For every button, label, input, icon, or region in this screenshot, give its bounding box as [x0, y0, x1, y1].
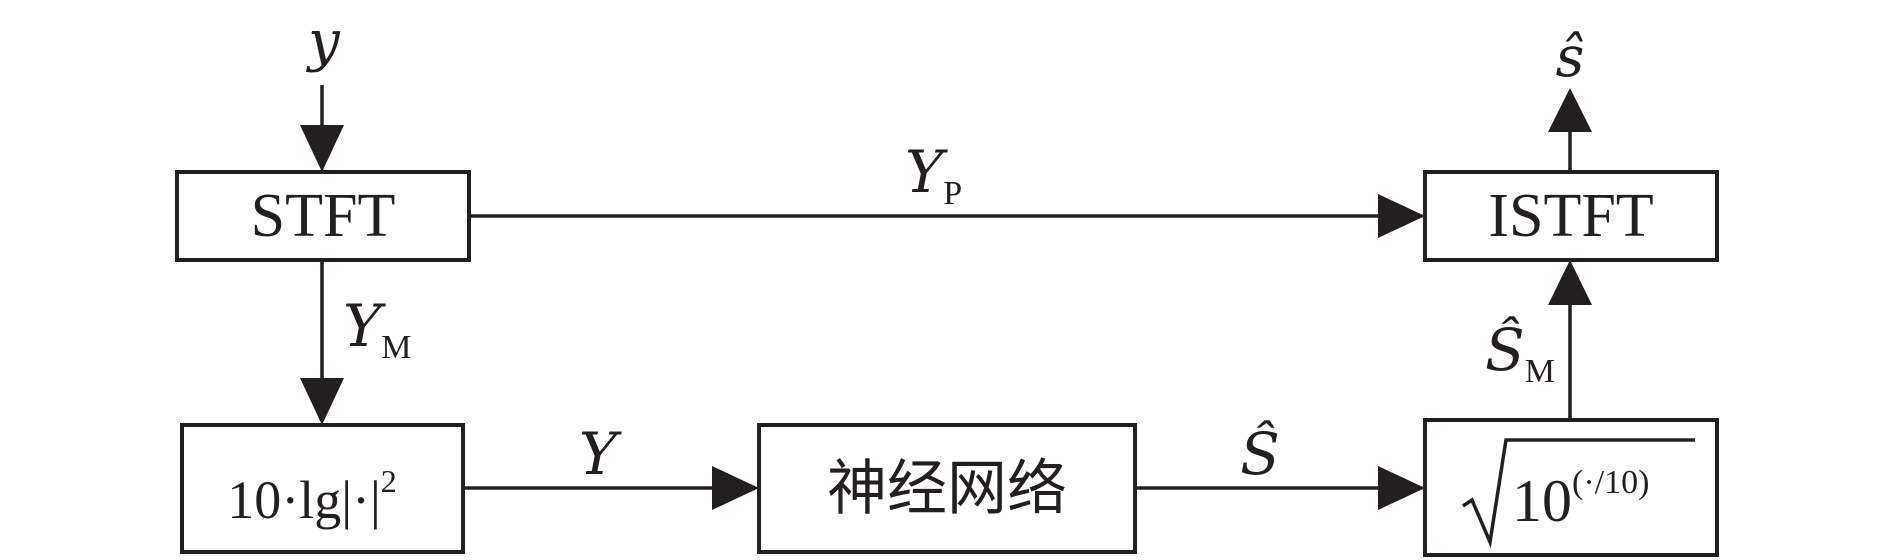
stft-block: STFT	[175, 170, 471, 262]
magnitude-signal-label: YM	[343, 292, 412, 366]
log-power-exponent: 2	[381, 463, 397, 499]
exp-sqrt-label: 10(·/10)	[1512, 464, 1649, 534]
log-power-block: 10·lg|·|2	[180, 423, 465, 554]
log-feature-signal-label: Y	[579, 420, 622, 488]
log-power-label: 10·lg|·|2	[227, 463, 397, 530]
net-output-arrow-head	[1378, 466, 1425, 510]
phase-signal-main: Y	[905, 138, 948, 206]
exp-sqrt-exponent: (·/10)	[1572, 464, 1649, 501]
phase-arrow-head	[1378, 194, 1425, 238]
est-magnitude-signal-label: ŜM	[1485, 316, 1555, 390]
stft-label: STFT	[251, 182, 396, 250]
est-magnitude-arrow-head	[1548, 260, 1592, 305]
exp-sqrt-block: 10(·/10)	[1423, 418, 1719, 557]
input-arrow-head	[300, 125, 344, 172]
sqrt-sign	[1462, 438, 1695, 549]
magnitude-arrow-head	[300, 378, 344, 425]
neural-network-label: 神经网络	[827, 454, 1067, 524]
istft-block: ISTFT	[1423, 170, 1719, 262]
est-magnitude-signal-main: Ŝ	[1485, 316, 1525, 384]
phase-signal-subscript: P	[943, 175, 962, 212]
neural-network-block: 神经网络	[757, 423, 1137, 554]
log-power-base: 10·lg|·|	[227, 470, 381, 530]
log-feature-arrow-head	[712, 466, 759, 510]
output-arrow-head	[1548, 88, 1592, 132]
istft-label: ISTFT	[1488, 182, 1653, 250]
output-signal-label: ŝ	[1556, 25, 1585, 90]
est-magnitude-signal-subscript: M	[1525, 353, 1555, 390]
phase-signal-label: YP	[905, 138, 962, 212]
exp-sqrt-base: 10	[1512, 468, 1572, 534]
magnitude-signal-main: Y	[343, 292, 386, 360]
input-signal-label: y	[305, 9, 341, 74]
net-output-signal-label: Ŝ	[1240, 420, 1280, 488]
magnitude-signal-subscript: M	[381, 329, 411, 366]
